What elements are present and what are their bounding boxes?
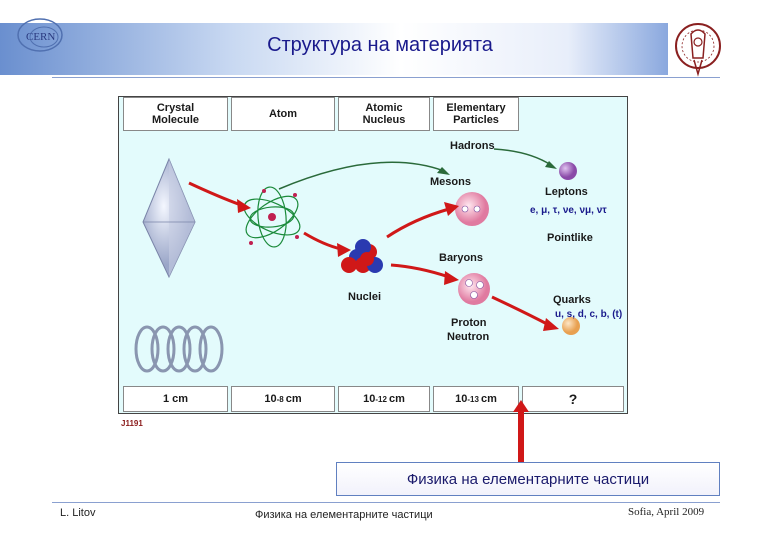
footer-divider	[52, 502, 720, 503]
nucleus-illustration	[341, 239, 383, 273]
label-baryons: Baryons	[439, 252, 484, 264]
header-atom: Atom	[231, 97, 335, 131]
label-neutron: Neutron	[447, 331, 490, 343]
red-up-arrow-icon	[513, 400, 529, 462]
footer-title: Физика на елементарните частици	[255, 509, 433, 521]
cern-logo: CERN	[17, 18, 63, 52]
svg-text:CERN: CERN	[26, 31, 55, 43]
meson-illustration	[455, 192, 489, 226]
label-quarks: Quarks	[553, 294, 591, 306]
footer-date: Sofia, April 2009	[628, 506, 705, 518]
reference-code: J1191	[121, 419, 143, 428]
scale-unknown: ?	[522, 386, 624, 412]
topic-banner: Физика на елементарните частици	[336, 462, 720, 496]
red-arrowheads	[237, 199, 559, 331]
label-nuclei: Nuclei	[348, 291, 382, 303]
label-pointlike: Pointlike	[547, 232, 593, 244]
quark-symbols: u, s, d, c, b, (t)	[555, 309, 623, 320]
university-seal-logo	[675, 23, 721, 77]
title-divider	[52, 77, 720, 78]
quark-ball	[562, 317, 580, 335]
curved-arrows	[278, 148, 552, 190]
scale-crystal: 1 cm	[123, 386, 228, 412]
lepton-ball	[559, 162, 577, 180]
footer-author: L. Litov	[60, 507, 96, 519]
lepton-symbols: e, μ, τ, νe, νμ, ντ	[530, 205, 607, 216]
label-hadrons: Hadrons	[450, 140, 495, 152]
diagram-graphics	[134, 148, 580, 373]
label-leptons: Leptons	[545, 186, 588, 198]
molecule-helix-illustration	[134, 325, 224, 373]
baryon-illustration	[458, 273, 490, 305]
page-title: Структура на материята	[267, 34, 493, 56]
label-proton: Proton	[451, 317, 487, 329]
label-mesons: Mesons	[430, 176, 471, 188]
atom-illustration	[240, 186, 301, 248]
crystal-illustration	[142, 157, 196, 279]
title-band	[0, 23, 668, 75]
